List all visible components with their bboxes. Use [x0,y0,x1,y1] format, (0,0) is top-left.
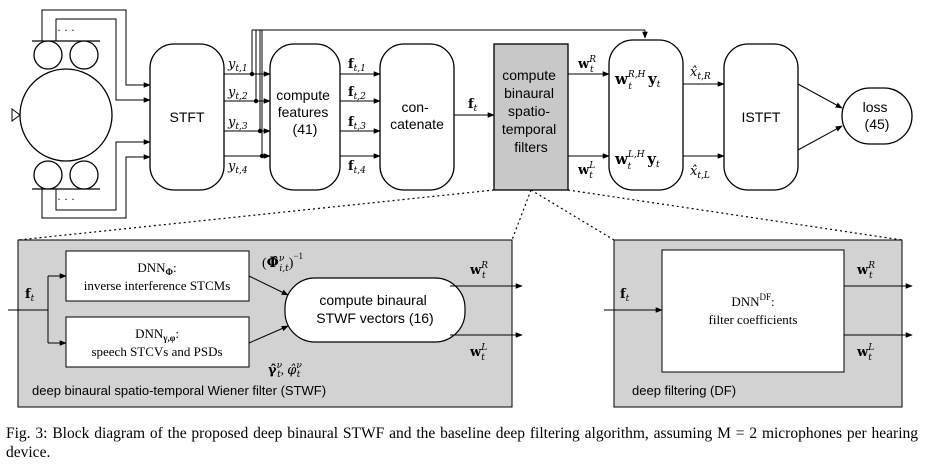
compute-vectors-block [284,277,466,343]
mic-ellipsis: · · · [57,23,75,37]
microphone-icon [69,160,99,190]
xL-hat-label: x̂t,L [690,164,710,181]
loss-label: loss (45) [863,99,892,132]
y-t1-label: yt,1 [227,57,248,74]
y-t3-label: yt,3 [227,115,248,132]
stwf-ft-label: ft [25,287,35,304]
y-t2-label: yt,2 [227,85,248,102]
f-t1-label: ft,1 [348,57,366,74]
compute-features-label: compute features (41) [276,87,334,137]
head-circle [19,68,113,162]
mic-ellipsis: · · · [57,192,75,206]
zoom-line [17,189,495,241]
stft-block [149,43,225,191]
dnn-df-title: DNNDF: [731,292,774,309]
microphone-icon [33,40,63,70]
dnn-phi-desc: inverse interference STCMs [84,278,231,293]
stft-label: STFT [170,109,205,125]
dnn-gamma-block [65,316,250,368]
compute-filters-label: compute binaural spatio- temporal filter… [502,67,560,155]
head-illustration: · · · · · · [11,9,151,219]
xR-hat-label: x̂t,R [690,65,711,82]
f-t2-label: ft,2 [348,85,366,102]
microphone-icon [33,160,63,190]
figure-caption: Fig. 3: Block diagram of the proposed de… [6,425,918,461]
stwf-panel-caption: deep binaural spatio-temporal Wiener fil… [32,383,326,398]
zoom-line [511,189,532,241]
df-panel-caption: deep filtering (DF) [632,383,736,398]
dnn-phi-title: DNNΦ: [137,260,176,277]
f-t3-label: ft,3 [348,115,366,132]
y-t4-label: yt,4 [227,159,248,176]
ft-label: ft [468,97,478,114]
dnn-df-block [661,249,845,373]
df-ft-label: ft [620,287,630,304]
y-signal-lines [224,29,648,159]
compute-features-block [269,43,341,191]
istft-label: ISTFT [742,109,781,125]
filtering-block [608,39,684,191]
compute-vectors-label: compute binaural STWF vectors (16) [316,292,433,326]
loss-block [841,87,913,145]
zoom-line [530,189,615,241]
dnn-df-desc: filter coefficients [709,312,798,327]
f-signal-lines [340,71,381,159]
istft-block [723,43,799,191]
dnn-gamma-desc: speech STCVs and PSDs [91,344,222,359]
f-t4-label: ft,4 [348,159,366,176]
dnn-phi-block [65,250,250,302]
zoom-line [567,189,903,241]
nose-icon [11,108,21,122]
concatenate-block [379,43,455,191]
concatenate-label: con- catenate [390,99,444,132]
dnn-gamma-title: DNNγ,φ: [135,326,179,343]
microphone-icon [69,40,99,70]
compute-filters-block [493,43,569,191]
